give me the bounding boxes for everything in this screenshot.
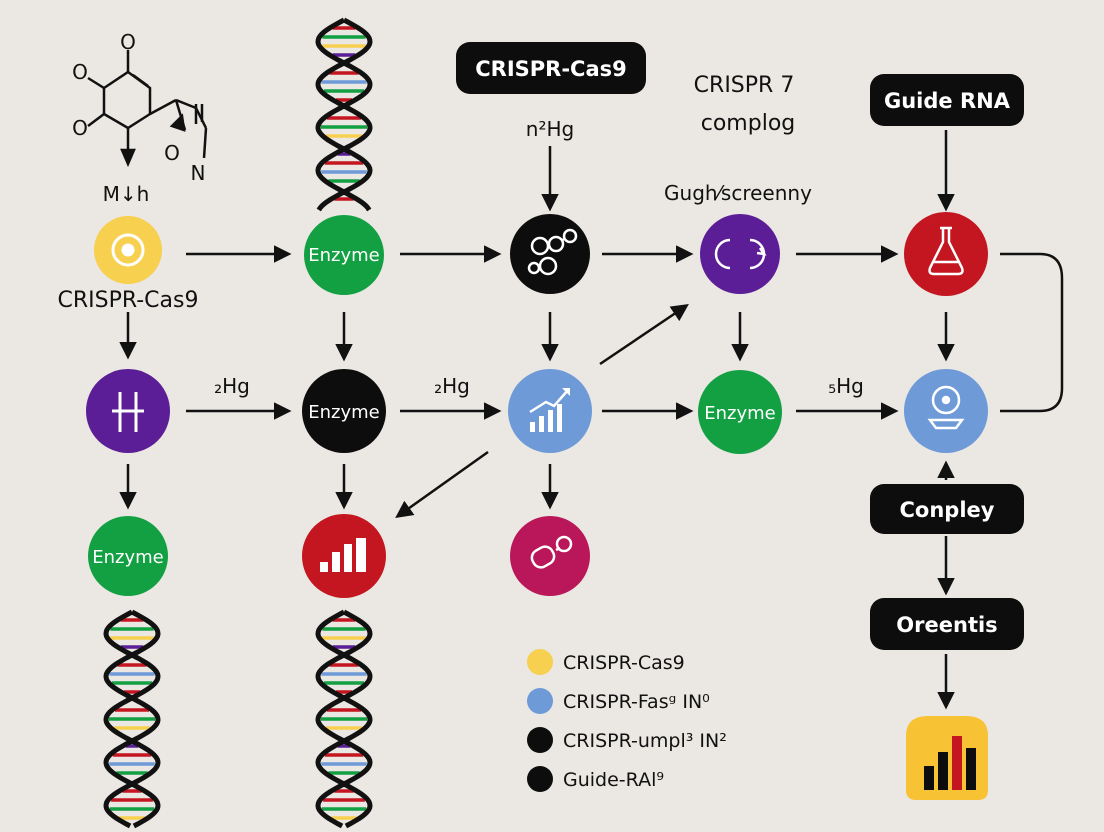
node-blue-gauge [904, 369, 988, 453]
molecule-icon [530, 535, 573, 569]
dna-strand [315, 609, 373, 829]
final-chart-box [906, 716, 988, 800]
dna-strand [315, 17, 373, 212]
molecule-o1: O [72, 60, 88, 84]
dna-strand [315, 17, 373, 212]
complog-label: complog [701, 111, 796, 136]
legend-label: CRISPR-umpl³ IN² [563, 730, 727, 752]
hg-label-right: ₅Hg [828, 374, 864, 398]
pill-oreentis-label: Oreentis [896, 613, 997, 637]
molecule-cluster-icon [527, 228, 578, 276]
pill-oreentis: Oreentis [870, 598, 1024, 650]
gauge-icon [927, 385, 965, 430]
n2hg-label: n²Hg [526, 117, 574, 141]
pill-guide-rna: Guide RNA [870, 74, 1024, 126]
enzyme-black-label: Enzyme [308, 402, 380, 423]
hg-label-middle: ₂Hg [434, 374, 470, 398]
molecule-mh-label: M↓h [103, 182, 150, 206]
molecule-n: N [191, 161, 206, 185]
node-purple-cycle [700, 214, 780, 294]
enzyme-left-label: Enzyme [92, 547, 164, 568]
pill-conpley: Conpley [870, 484, 1024, 534]
node-red-bars [302, 514, 386, 598]
dna-strand [103, 609, 161, 829]
target-icon [111, 233, 145, 267]
cycle-arrows-icon [714, 238, 767, 270]
dna-strand [315, 609, 373, 829]
legend-swatch [527, 727, 553, 753]
dna-helix-bottom-middle [315, 609, 373, 829]
legend-swatch [527, 766, 553, 792]
growth-chart-icon [529, 388, 570, 432]
node-purple-cross [86, 369, 170, 453]
dna-helix-top [315, 17, 373, 212]
dna-helix-bottom-left [103, 609, 161, 829]
dna-strand [103, 609, 161, 829]
node-blue-chart [508, 369, 592, 453]
crispr7-label: CRISPR 7 [694, 73, 795, 98]
arrow [395, 450, 489, 519]
enzyme-top-label: Enzyme [308, 245, 380, 266]
molecule-o-ring: O [164, 141, 180, 165]
node-black-molecule [510, 214, 590, 294]
legend-label: CRISPR-Cas9 [563, 652, 685, 674]
bar-chart-icon [320, 538, 366, 572]
node-red-flask [904, 212, 988, 296]
pill-crispr-cas9: CRISPR-Cas9 [456, 42, 646, 94]
flow-arrows [119, 130, 1064, 710]
gughscreenny-label: Gugh⁄screenny [664, 181, 812, 205]
connector-bracket [1000, 252, 1064, 413]
pill-guide-rna-label: Guide RNA [884, 89, 1011, 113]
hg-label-left: ₂Hg [214, 374, 250, 398]
node-yellow-target [94, 216, 162, 284]
node-enzyme-black: Enzyme [302, 369, 386, 453]
pill-crispr-cas9-label: CRISPR-Cas9 [475, 57, 627, 81]
node-enzyme-mid: Enzyme [698, 370, 782, 454]
molecule-o2: O [72, 116, 88, 140]
legend-label: CRISPR-Fasᵍ IN⁰ [563, 691, 710, 713]
pill-conpley-label: Conpley [900, 498, 995, 522]
chemical-structure-icon [87, 50, 208, 168]
legend-swatch [527, 688, 553, 714]
node-enzyme-left: Enzyme [88, 516, 168, 596]
cross-icon [112, 392, 144, 432]
molecule-o-top: O [120, 30, 136, 54]
enzyme-mid-label: Enzyme [704, 403, 776, 424]
bar-chart-icon [924, 736, 976, 790]
legend-label: Guide-RAl⁹ [563, 769, 664, 791]
arrow [599, 304, 689, 366]
flask-icon [928, 226, 964, 276]
legend-swatch [527, 649, 553, 675]
node-magenta-molecule [510, 516, 590, 596]
crispr-cas9-label: CRISPR-Cas9 [57, 288, 198, 313]
node-enzyme-top: Enzyme [304, 215, 384, 295]
